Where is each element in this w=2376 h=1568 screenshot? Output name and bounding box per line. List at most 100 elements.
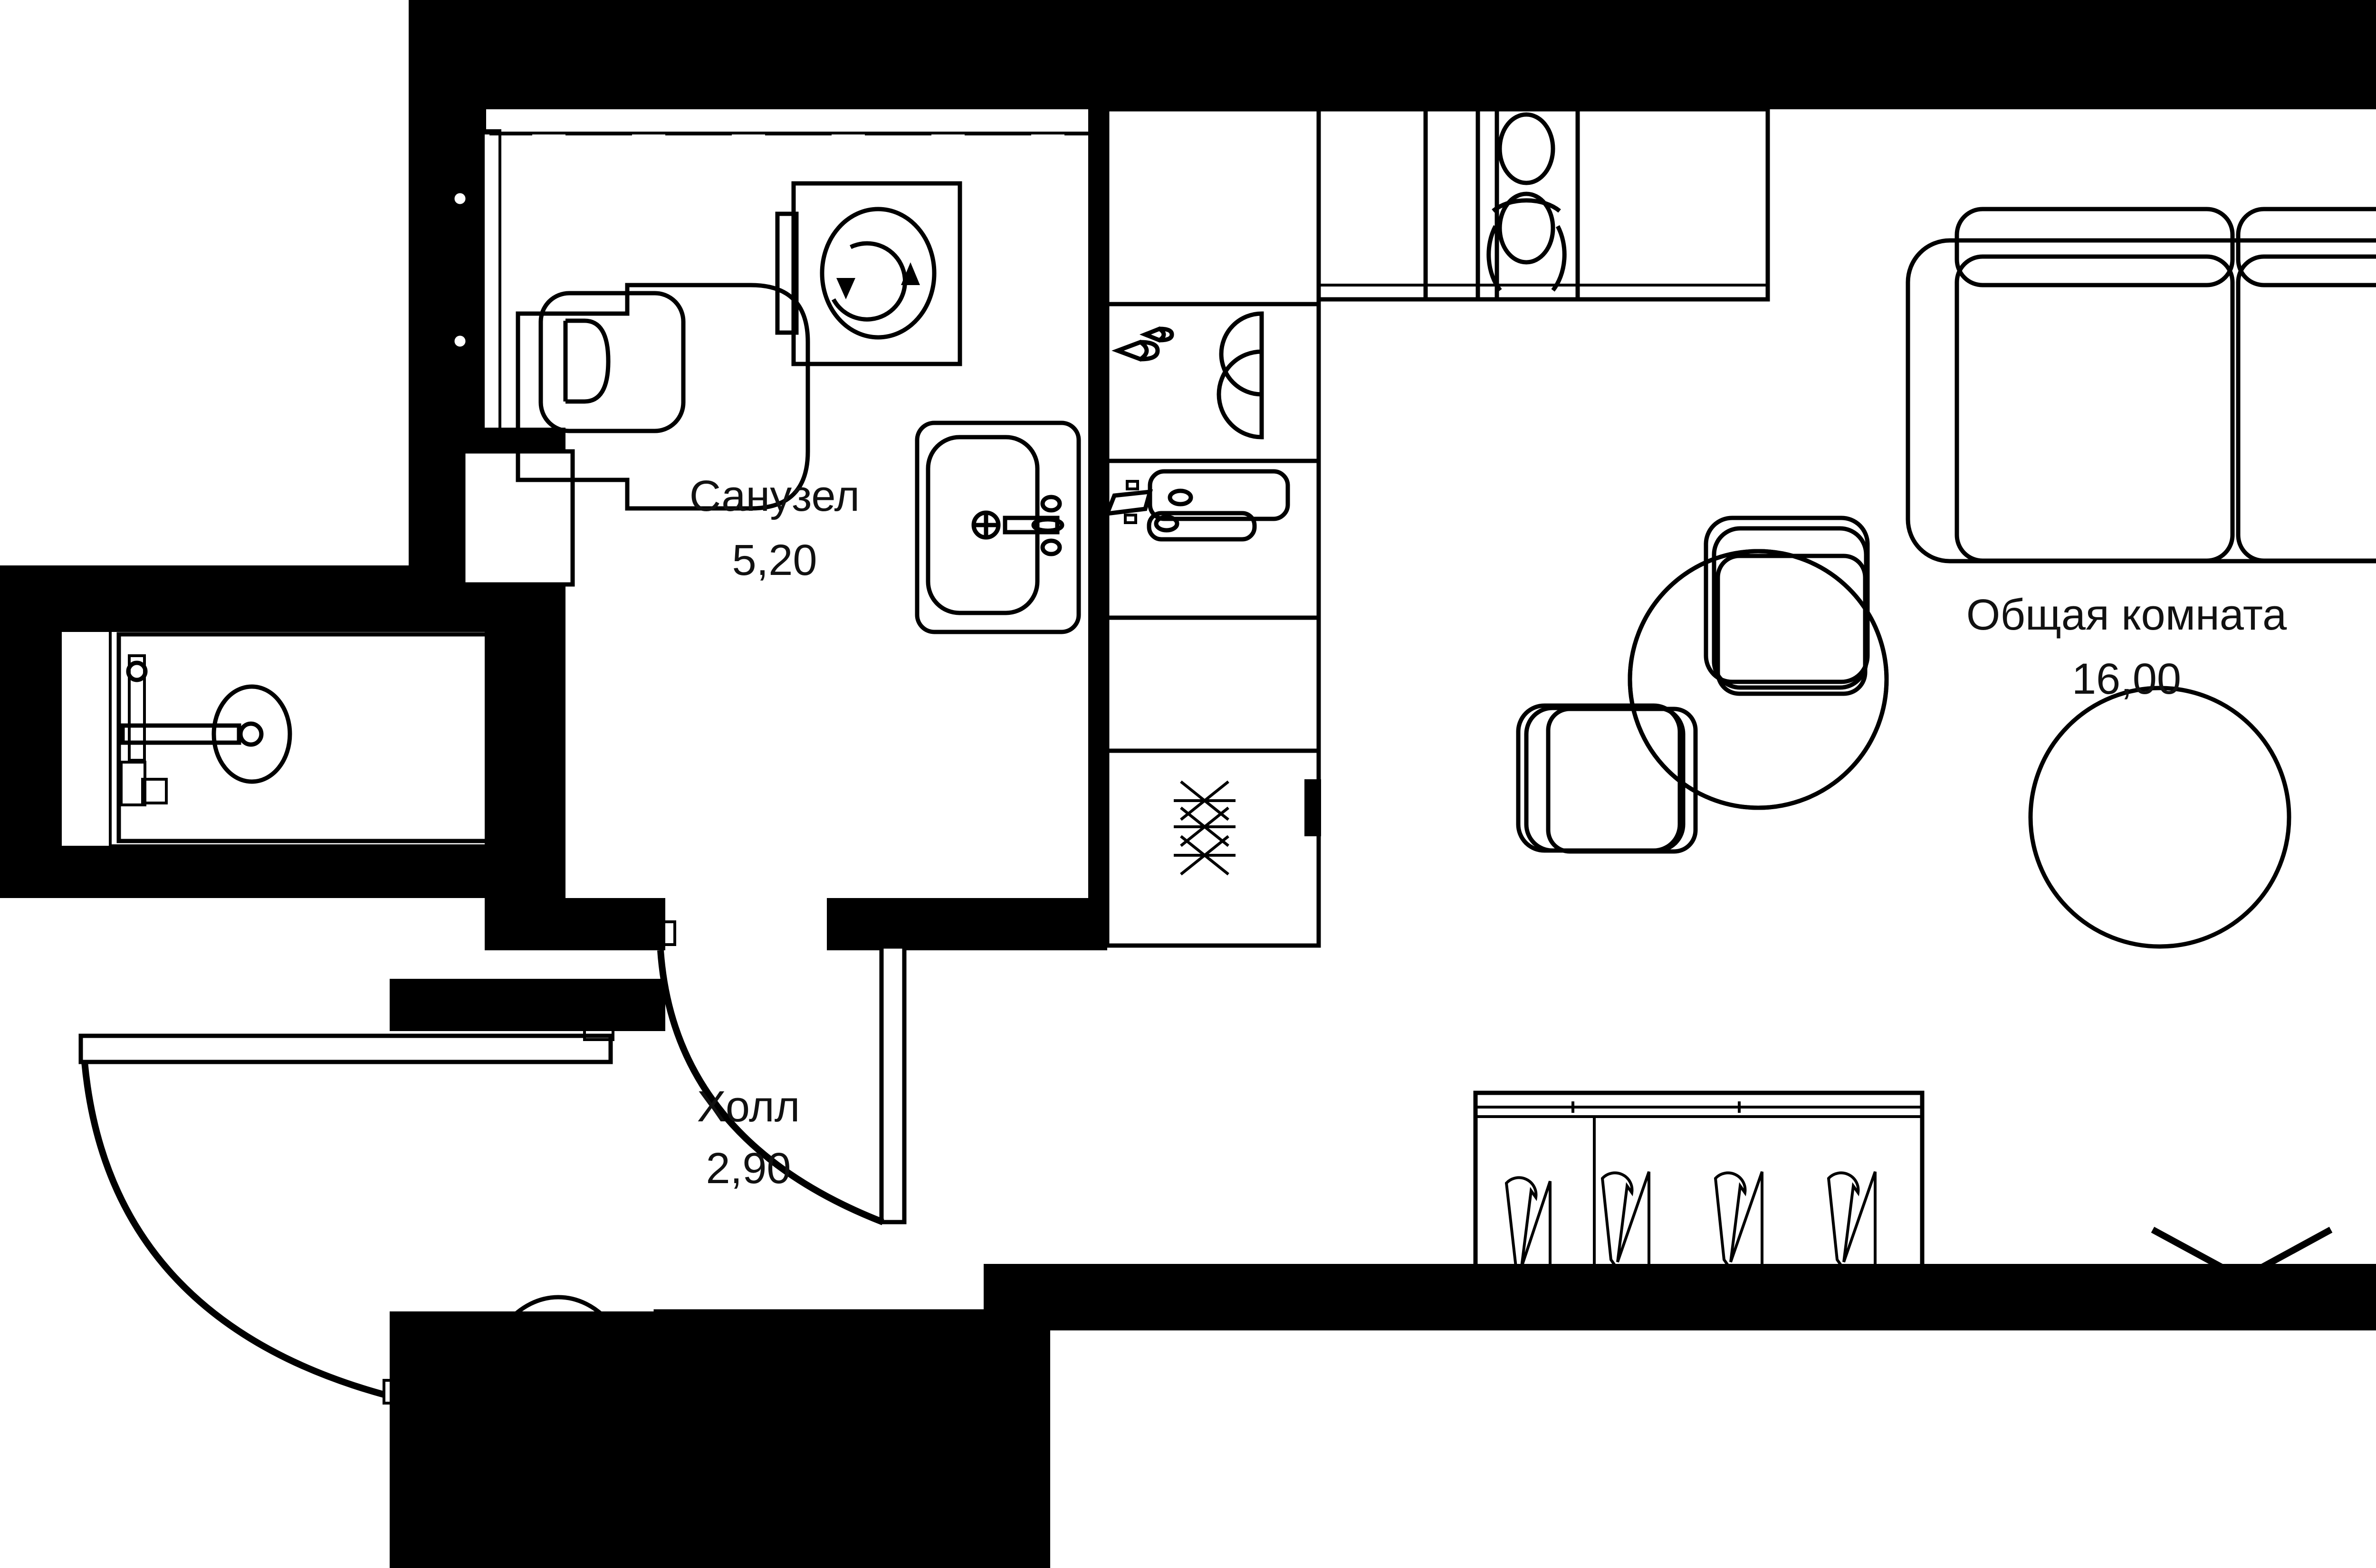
entrance-door-swing-arc	[81, 1061, 385, 1398]
bathroom-door-leaf[interactable]	[879, 944, 907, 1224]
dining-set	[1516, 516, 1889, 854]
sink-drain-2	[1154, 515, 1179, 533]
sink-knob-2	[1124, 514, 1137, 524]
sofa-seat-right	[2236, 254, 2376, 563]
coffee-table	[2028, 686, 2291, 949]
bathroom-door-swing-arc	[657, 950, 884, 1225]
tv-stand	[2036, 1226, 2376, 1305]
room-label-living-room: Общая комната	[1966, 591, 2287, 639]
shower-tray	[109, 628, 518, 847]
counter-unit-3	[1575, 107, 1770, 302]
faucet-head	[1031, 517, 1064, 533]
snowflake-icon	[1174, 835, 1236, 876]
dishwasher-arc-top	[1219, 311, 1264, 397]
room-label-bathroom: Санузел	[690, 472, 860, 520]
shower-head-nozzle	[238, 721, 264, 747]
room-labels-layer: Санузел 5,20 Общая комната 16,00 Холл 2,…	[690, 472, 2287, 1193]
hinge-dot-top	[450, 189, 470, 209]
wall-bathroom-bottom-right	[827, 898, 1026, 950]
faucet-knob-top	[1040, 495, 1062, 513]
hinge-dot-bottom	[450, 331, 470, 351]
room-area-hall: 2,90	[706, 1144, 791, 1193]
kitchen-sink-bowl-2	[1147, 511, 1257, 542]
ottoman-stool	[481, 1295, 636, 1488]
tv-antenna-right	[2240, 1226, 2333, 1281]
washbasin-drain	[971, 510, 1001, 540]
room-area-living-room: 16,00	[2072, 655, 2181, 703]
arrow-down	[836, 278, 855, 299]
wall-hall-left-top	[485, 898, 665, 950]
burner-arc-top	[1492, 198, 1561, 213]
toilet-body	[516, 283, 810, 511]
room-label-hall: Холл	[697, 1082, 800, 1131]
washbasin	[915, 421, 1081, 634]
faucet-spout	[1003, 516, 1060, 535]
shower-valve-box	[141, 778, 168, 804]
toilet-handle-arc	[450, 198, 462, 342]
bathroom-door[interactable]	[645, 920, 920, 1225]
hanger-icon	[1504, 1176, 1552, 1324]
sink-drain-1	[1168, 488, 1193, 507]
wall-top	[409, 0, 2376, 109]
wall-hall-left-lower	[390, 1311, 470, 1568]
burner-large	[1497, 191, 1555, 265]
dishwasher-drop-1	[1111, 339, 1160, 362]
toilet-seat	[538, 291, 686, 433]
refrigerator	[1105, 748, 1321, 948]
wall-shower-left	[0, 565, 62, 898]
burner-arc-left	[1486, 225, 1502, 292]
wardrobe-hall-body	[653, 1309, 993, 1509]
shower-outlet	[120, 761, 146, 806]
shower-tray-outer	[116, 632, 516, 843]
wall-bathroom-right	[1088, 109, 1107, 898]
bathroom-door-hinge	[645, 920, 676, 946]
sink-faucet	[1104, 489, 1153, 516]
shower-riser	[128, 654, 146, 762]
hanger-icon	[1827, 1171, 1877, 1319]
tv-antenna-left	[2151, 1226, 2244, 1281]
ottoman-body	[481, 1295, 636, 1488]
entrance-door-stop	[383, 1379, 414, 1405]
dining-chair-left-cushion	[1546, 707, 1698, 854]
hanger-icon	[1714, 1171, 1763, 1319]
shower-mixer	[126, 660, 148, 682]
coffee-table-top	[2028, 686, 2291, 949]
entrance-door[interactable]	[78, 1015, 614, 1405]
wardrobe-living-body	[1473, 1090, 1925, 1304]
kitchen-units	[1104, 107, 1321, 948]
dishwasher-arc-bottom	[1217, 349, 1264, 440]
entrance-door-leaf[interactable]	[78, 1033, 613, 1064]
wall-bottom-step	[984, 1264, 1050, 1568]
hanger-icon	[900, 1371, 951, 1519]
dishwasher-drop-2	[1139, 326, 1174, 343]
room-area-bathroom: 5,20	[732, 536, 817, 584]
wall-entry-ledge	[390, 979, 665, 1031]
washing-machine	[775, 181, 962, 366]
ottoman-tuft-4	[587, 1370, 603, 1395]
sofa-seat-left	[1954, 254, 2235, 563]
bathroom-door-jamb	[889, 920, 920, 946]
shower-head-plate	[211, 684, 292, 784]
faucet-knob-bottom	[1040, 538, 1062, 556]
fridge-handle	[1304, 779, 1321, 836]
burner-arc-right	[1551, 225, 1567, 292]
ottoman-tuft-1	[523, 1320, 538, 1345]
snowflake-icons	[1174, 780, 1236, 876]
toilet-bowl-mark	[563, 318, 611, 404]
wall-bathroom-right-foot	[1026, 898, 1107, 950]
entrance-door-hinge-top	[583, 1015, 614, 1041]
washbasin-counter	[915, 421, 1081, 634]
sink-knob-1	[1126, 480, 1139, 490]
washing-machine-front	[775, 211, 799, 335]
washbasin-bowl	[926, 435, 1040, 615]
sofa-back-right	[2236, 207, 2376, 287]
sofa	[1906, 207, 2376, 564]
arrow-up	[901, 262, 920, 285]
wall-left-upper	[409, 0, 485, 428]
tv-stand-body	[2036, 1271, 2376, 1305]
wall-shower-bottom	[0, 846, 565, 898]
wardrobe-hall	[653, 1309, 993, 1519]
